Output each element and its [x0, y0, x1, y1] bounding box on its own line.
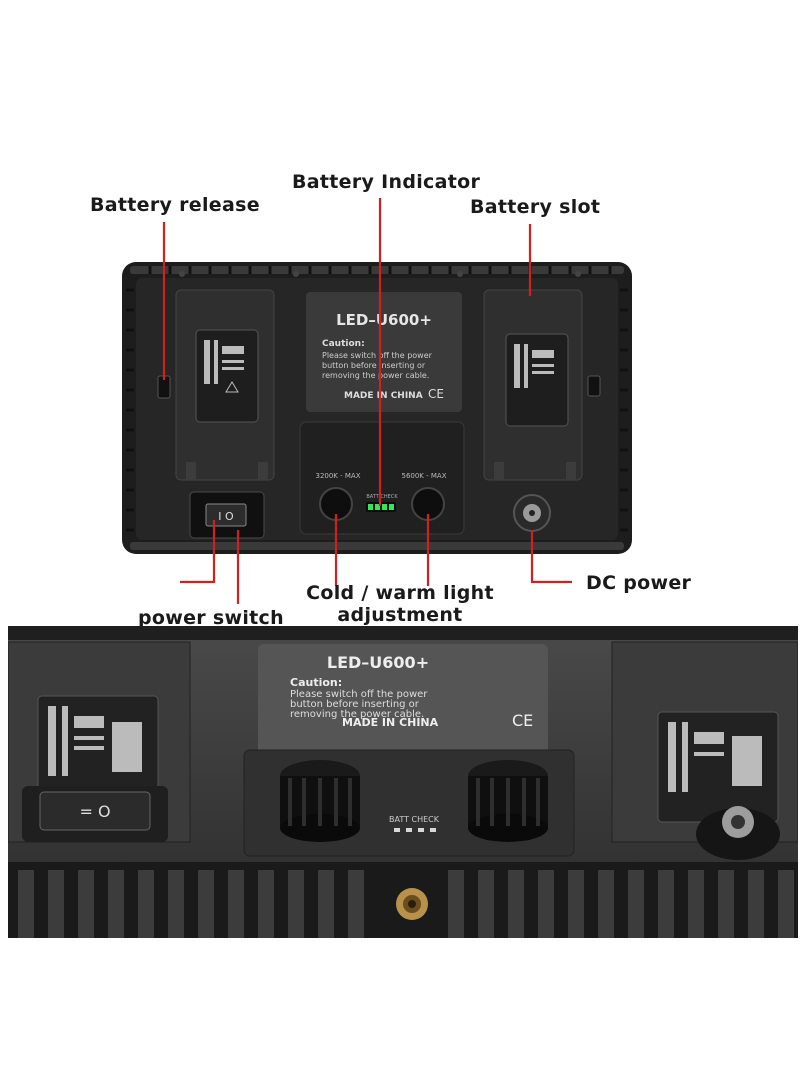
closeup-caution-line-2: button before inserting or: [290, 699, 420, 710]
tripod-mount: [396, 888, 428, 920]
closeup-caution-title: Caution:: [290, 676, 342, 689]
batt-check-label: BATT CHECK: [366, 494, 398, 500]
made-in-label: MADE IN CHINA: [344, 391, 423, 401]
knob-left-label: 3200K - MAX: [315, 472, 360, 480]
model-name: LED–U600+: [336, 311, 432, 329]
dc-power-callout: DC power: [586, 572, 692, 594]
ce-mark: CE: [428, 387, 444, 401]
cold-warm-callout: Cold / warm light adjustment: [300, 582, 500, 626]
knob-right-label: 5600K - MAX: [401, 472, 446, 480]
power-switch-callout: power switch: [138, 607, 284, 629]
closeup-left-knob[interactable]: [280, 760, 360, 842]
closeup-made-in: MADE IN CHINA: [342, 716, 439, 729]
svg-text:I O: I O: [218, 510, 234, 523]
closeup-ce-mark: CE: [512, 711, 533, 730]
battery-indicator-leds: [366, 502, 396, 512]
svg-text:= O: = O: [79, 802, 110, 821]
cold-warm-callout-line2: adjustment: [337, 604, 463, 626]
caution-line-3: removing the power cable.: [322, 371, 429, 380]
device-closeup-photo: LED–U600+ Caution: Please switch off the…: [8, 626, 798, 938]
right-battery-slot: [483, 289, 583, 481]
closeup-caution-line-3: removing the power cable.: [290, 709, 424, 720]
closeup-caution-line-1: Please switch off the power: [290, 689, 428, 700]
closeup-right-knob[interactable]: [468, 760, 548, 842]
cold-warm-callout-line1: Cold / warm light: [306, 582, 494, 604]
closeup-batt-check: BATT CHECK: [389, 815, 440, 824]
callout-lines: [162, 198, 572, 604]
label-plate: LED–U600+ Caution: Please switch off the…: [306, 292, 462, 412]
device-back-photo: LED–U600+ Caution: Please switch off the…: [122, 198, 632, 604]
dc-power-jack[interactable]: [513, 494, 551, 532]
closeup-power-switch[interactable]: = O: [22, 786, 168, 842]
power-switch[interactable]: I O: [189, 491, 265, 539]
battery-slot-callout: Battery slot: [470, 196, 601, 218]
closeup-model-name: LED–U600+: [327, 653, 429, 672]
left-battery-slot: [175, 289, 275, 481]
caution-line-1: Please switch off the power: [322, 351, 433, 360]
caution-line-2: button before inserting or: [322, 361, 426, 370]
closeup-dc-jack[interactable]: [696, 806, 780, 860]
battery-indicator-callout: Battery Indicator: [292, 171, 481, 193]
battery-release-callout: Battery release: [90, 194, 260, 216]
closeup-battery-leds: [394, 828, 436, 832]
caution-title: Caution:: [322, 339, 365, 349]
